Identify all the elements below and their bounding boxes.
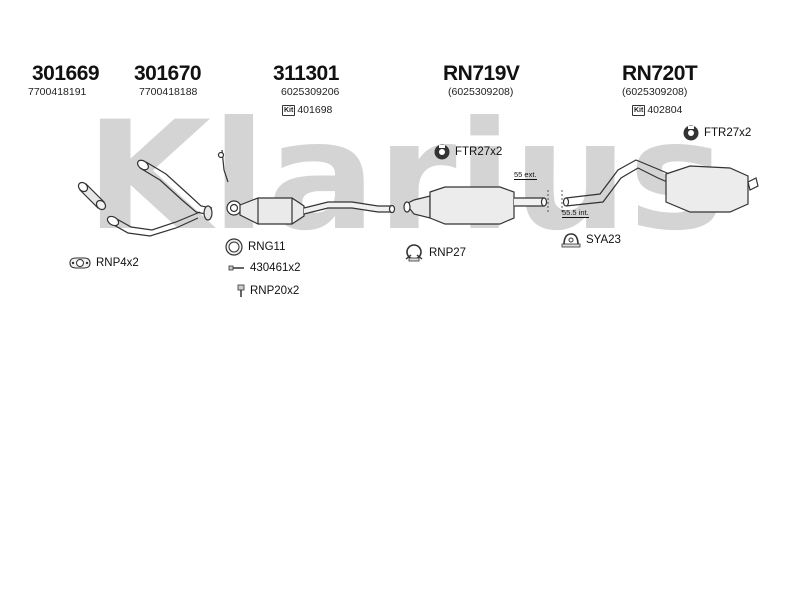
part-number: 301669 [32,62,100,85]
part-301670-drawing [106,159,213,237]
oem-number: 7700418188 [139,86,198,98]
accessory-430461: 430461x2 [228,262,301,274]
accessory-label: 430461x2 [250,262,301,274]
part-number: RN720T [622,62,698,85]
accessory-label: RNP27 [429,247,467,259]
accessory-ftr27-right: FTR27x2 [682,124,751,142]
nut-icon [237,284,245,297]
accessory-label: RNG11 [248,241,286,253]
rubber-mount-icon [683,125,699,141]
accessory-rnp27: RNP27 [403,243,466,263]
accessory-label: RNP20x2 [250,285,300,297]
oem-number: 7700418191 [28,86,87,98]
accessory-label: RNP4x2 [96,257,139,269]
accessory-label: FTR27x2 [704,127,752,139]
dimension-ext-label: 55 ext. [514,170,537,180]
part-311301-drawing [217,149,396,225]
accessory-label: FTR27x2 [455,146,503,158]
accessory-sya23: SYA23 [560,231,621,249]
accessory-rnp20: RNP20x2 [236,283,299,299]
kit-value: 401698 [297,104,333,116]
part-number: 301670 [134,62,202,85]
accessory-ftr27-mid: FTR27x2 [433,143,502,161]
rubber-mount-icon [434,144,450,160]
ring-gasket-icon [225,238,243,256]
kit-badge: Kit [632,104,646,116]
kit-number: Kit 401698 [282,104,332,116]
oem-number: (6025309208) [622,86,688,98]
bolt-icon [228,265,244,271]
oem-number: 6025309206 [281,86,340,98]
part-rn719v-drawing [403,186,548,225]
accessory-label: SYA23 [586,234,621,246]
clamp-bracket-icon [561,233,581,248]
kit-badge: Kit [282,104,296,116]
accessory-rng11: RNG11 [224,237,286,257]
accessory-rnp4: RNP4x2 [68,255,139,271]
oem-number: (6025309208) [448,86,514,98]
dimension-int-label: 55.5 int. [562,208,589,218]
part-301669-drawing [77,181,107,211]
part-number: 311301 [273,62,339,85]
gasket-icon [69,257,91,269]
part-rn720t-drawing [562,159,759,213]
kit-number: Kit 402804 [632,104,682,116]
part-number: RN719V [443,62,520,85]
watermark-text: Klarius [85,90,725,264]
kit-value: 402804 [647,104,683,116]
clamp-icon [405,244,423,262]
